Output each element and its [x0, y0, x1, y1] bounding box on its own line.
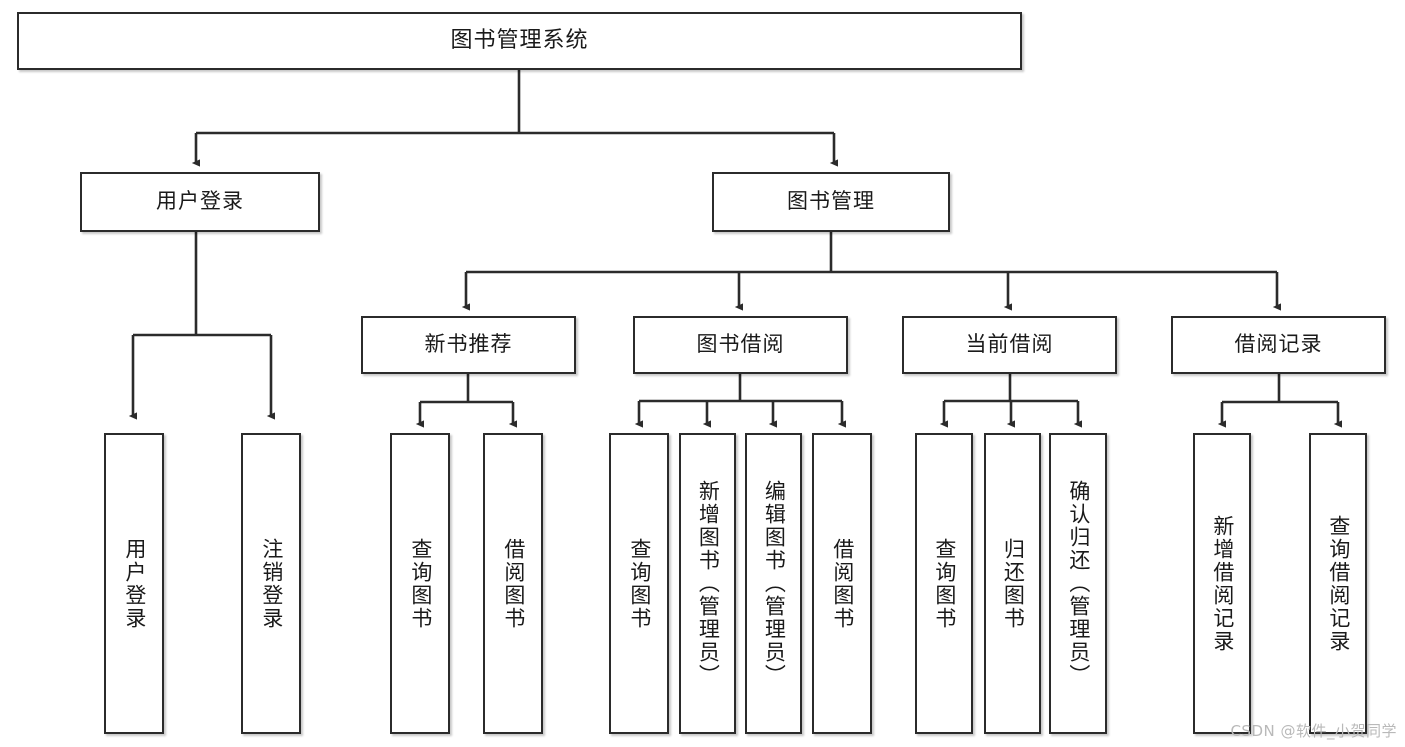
node-label: 用户登录	[156, 189, 244, 214]
node-label: 新增图书（管理员）	[696, 480, 721, 687]
leaf-current-confirm-return-admin[interactable]: 确认归还（管理员）	[1049, 433, 1107, 734]
node-new-book-recommend[interactable]: 新书推荐	[361, 316, 576, 374]
node-book-management[interactable]: 图书管理	[712, 172, 950, 232]
node-label: 借阅记录	[1234, 332, 1323, 357]
node-label: 查询图书	[408, 537, 433, 630]
watermark-text: CSDN @软件_小贺同学	[1230, 722, 1397, 740]
leaf-current-return-book[interactable]: 归还图书	[984, 433, 1041, 734]
leaf-user-login-logout[interactable]: 注销登录	[241, 433, 301, 734]
leaf-recommend-borrow-book[interactable]: 借阅图书	[483, 433, 543, 734]
node-label: 查询借阅记录	[1326, 514, 1351, 653]
leaf-record-add-record[interactable]: 新增借阅记录	[1193, 433, 1251, 734]
leaf-recommend-query-book[interactable]: 查询图书	[390, 433, 450, 734]
node-label: 图书管理系统	[450, 27, 589, 53]
node-label: 查询图书	[932, 537, 957, 630]
node-label: 确认归还（管理员）	[1066, 480, 1091, 687]
node-label: 新书推荐	[424, 332, 513, 357]
leaf-borrow-query-book[interactable]: 查询图书	[609, 433, 669, 734]
leaf-record-query-record[interactable]: 查询借阅记录	[1309, 433, 1367, 734]
node-label: 当前借阅	[965, 332, 1054, 357]
node-label: 注销登录	[259, 537, 284, 630]
leaf-current-query-book[interactable]: 查询图书	[915, 433, 973, 734]
node-label: 借阅图书	[501, 537, 526, 630]
leaf-user-login-login[interactable]: 用户登录	[104, 433, 164, 734]
node-current-borrow[interactable]: 当前借阅	[902, 316, 1117, 374]
node-book-borrow[interactable]: 图书借阅	[633, 316, 848, 374]
node-root-system[interactable]: 图书管理系统	[17, 12, 1022, 70]
node-label: 借阅图书	[830, 537, 855, 630]
node-label: 图书管理	[787, 189, 875, 214]
node-label: 查询图书	[627, 537, 652, 630]
leaf-borrow-edit-book-admin[interactable]: 编辑图书（管理员）	[745, 433, 802, 734]
leaf-borrow-add-book-admin[interactable]: 新增图书（管理员）	[679, 433, 736, 734]
node-label: 归还图书	[1001, 537, 1026, 630]
leaf-borrow-borrow-book[interactable]: 借阅图书	[812, 433, 872, 734]
node-label: 新增借阅记录	[1210, 514, 1235, 653]
node-label: 用户登录	[122, 537, 147, 630]
node-borrow-record[interactable]: 借阅记录	[1171, 316, 1386, 374]
node-user-login[interactable]: 用户登录	[80, 172, 320, 232]
node-label: 图书借阅	[696, 332, 785, 357]
node-label: 编辑图书（管理员）	[762, 480, 787, 687]
